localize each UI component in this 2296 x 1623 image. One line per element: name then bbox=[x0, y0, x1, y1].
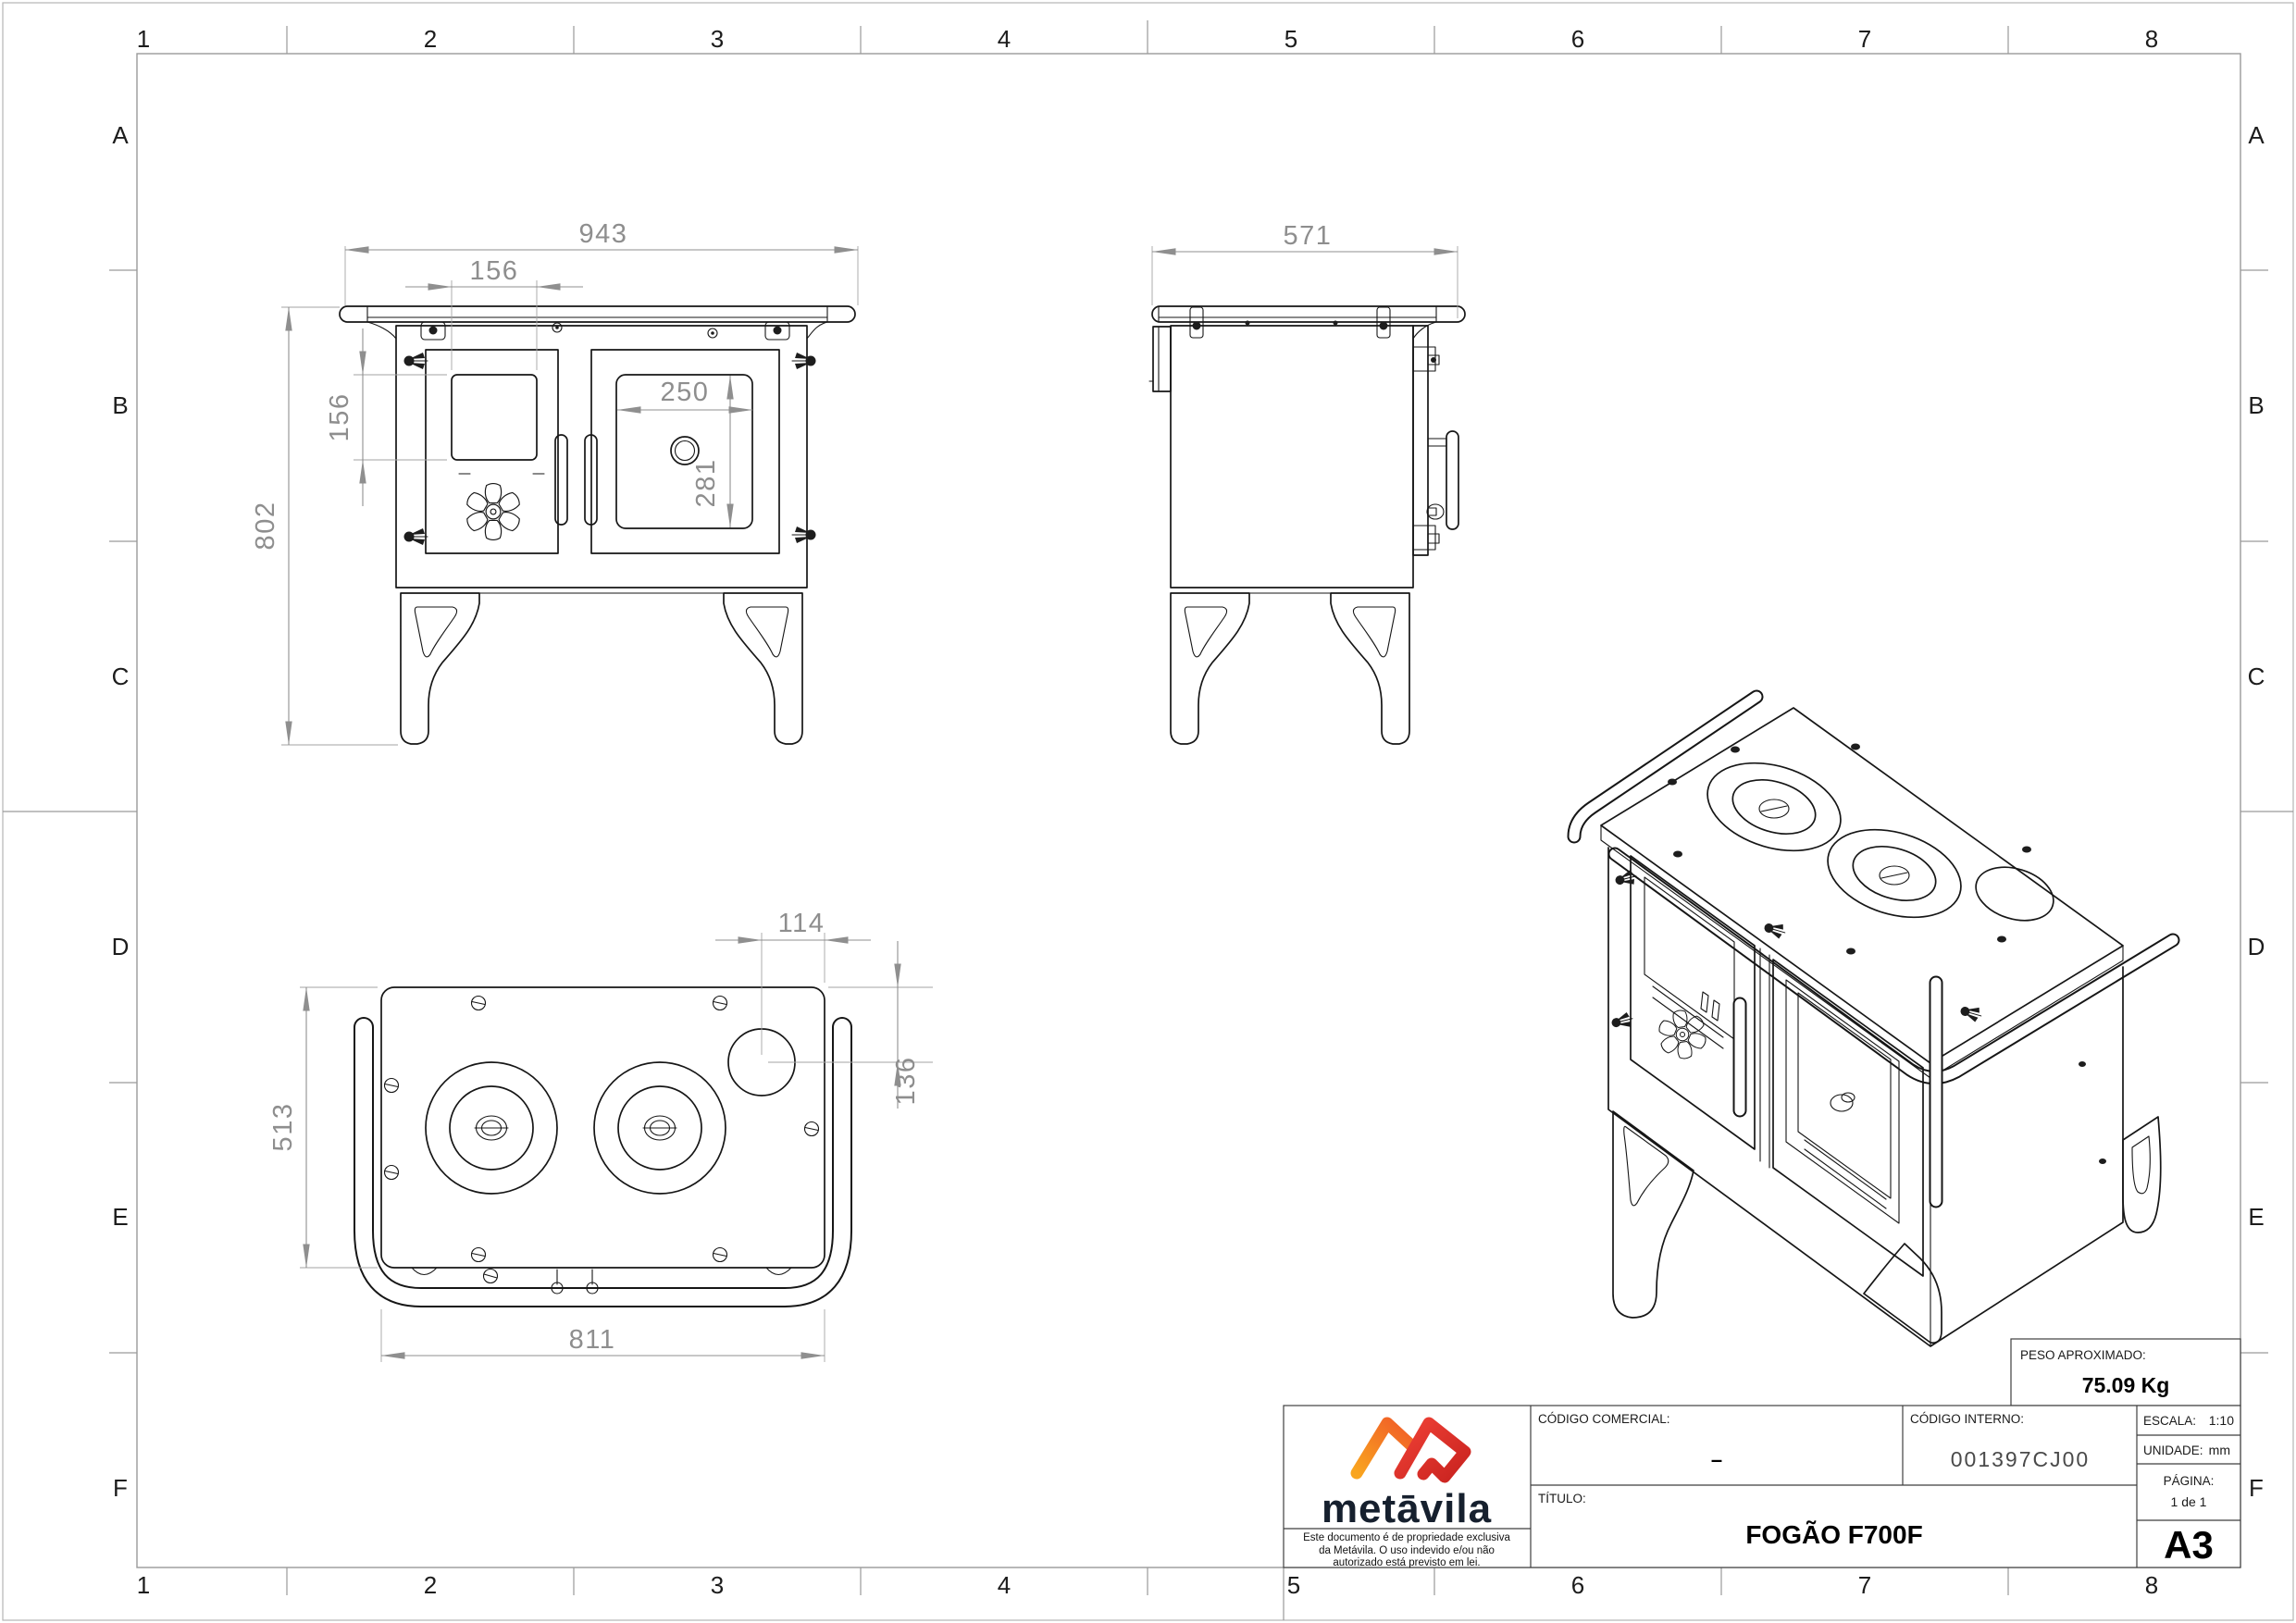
row-label-left: E bbox=[112, 1203, 128, 1231]
oven-door bbox=[584, 349, 817, 554]
iso-firebox-door bbox=[1609, 855, 1756, 1150]
col-label-bottom: 4 bbox=[998, 1571, 1011, 1599]
side-rear-leg bbox=[1170, 592, 1250, 745]
burner-plate-left bbox=[425, 1061, 558, 1195]
disclaimer-line: da Metávila. O uso indevido e/ou não bbox=[1319, 1545, 1495, 1556]
row-label-right: B bbox=[2248, 391, 2264, 419]
title-label: TÍTULO: bbox=[1538, 1492, 1586, 1505]
disclaimer-line: Este documento é de propriedade exclusiv… bbox=[1303, 1532, 1510, 1543]
front-right-leg bbox=[723, 592, 803, 745]
dim-flue-offset-y: 136 bbox=[891, 1057, 921, 1106]
sheet-format: A3 bbox=[2164, 1523, 2214, 1567]
col-label-top: 2 bbox=[424, 25, 437, 53]
front-left-leg bbox=[400, 592, 480, 745]
door-edge-profile bbox=[1412, 325, 1459, 556]
col-label-bottom: 3 bbox=[711, 1571, 724, 1599]
title-block: PESO APROXIMADO: 75.09 Kg metāvila Este … bbox=[1283, 1338, 2241, 1568]
row-label-right: E bbox=[2248, 1203, 2264, 1231]
col-label-bottom: 6 bbox=[1571, 1571, 1584, 1599]
top-view: 811 513 114 136 bbox=[268, 909, 933, 1362]
unit-value: mm bbox=[2209, 1443, 2230, 1457]
col-label-top: 5 bbox=[1285, 25, 1297, 53]
side-knob bbox=[1426, 503, 1445, 520]
front-dimensions: 943 156 156 802 250 281 bbox=[251, 219, 859, 746]
side-door-handle bbox=[1446, 430, 1459, 530]
rear-bracket bbox=[1152, 326, 1172, 392]
logo-mark-right-chevron-icon bbox=[1394, 1417, 1471, 1483]
logo-mark-left-chevron-icon bbox=[1350, 1417, 1419, 1480]
scale-value: 1:10 bbox=[2209, 1413, 2234, 1428]
scale-label: ESCALA: bbox=[2143, 1414, 2196, 1428]
oven-window bbox=[615, 374, 753, 529]
iso-legs bbox=[1612, 1110, 2162, 1344]
col-label-top: 1 bbox=[137, 25, 150, 53]
dim-oven-window-width: 250 bbox=[661, 378, 710, 407]
row-label-left: A bbox=[112, 121, 129, 149]
col-label-bottom: 2 bbox=[424, 1571, 437, 1599]
weight-box bbox=[2010, 1338, 2241, 1406]
internal-code-value: 001397CJ00 bbox=[1951, 1447, 2090, 1471]
row-label-right: D bbox=[2248, 933, 2265, 960]
dim-firebox-window-height: 156 bbox=[325, 393, 354, 442]
dim-flue-offset-x: 114 bbox=[778, 909, 825, 938]
firebox-door-handle bbox=[554, 434, 568, 526]
col-label-bottom: 7 bbox=[1858, 1571, 1871, 1599]
page-value: 1 de 1 bbox=[2171, 1494, 2207, 1509]
title-value: FOGÃO F700F bbox=[1745, 1520, 1922, 1549]
front-view: 943 156 156 802 250 281 bbox=[251, 219, 859, 746]
logo-wordmark: metāvila bbox=[1322, 1486, 1492, 1531]
col-label-top: 3 bbox=[711, 25, 724, 53]
side-front-leg bbox=[1330, 592, 1410, 745]
disclaimer-line: autorizado está previsto em lei. bbox=[1333, 1557, 1480, 1568]
col-label-top: 6 bbox=[1571, 25, 1584, 53]
col-label-top: 4 bbox=[998, 25, 1011, 53]
dim-firebox-window-width: 156 bbox=[470, 256, 519, 286]
metavila-logo: metāvila bbox=[1322, 1417, 1492, 1531]
top-dimensions: 811 513 114 136 bbox=[268, 909, 933, 1362]
row-label-left: D bbox=[112, 933, 130, 960]
row-label-right: C bbox=[2248, 663, 2265, 690]
row-label-left: C bbox=[112, 663, 130, 690]
commercial-code-value: – bbox=[1711, 1448, 1722, 1471]
row-label-right: A bbox=[2248, 121, 2265, 149]
burner-plate-right bbox=[593, 1061, 726, 1195]
dim-oven-window-height: 281 bbox=[691, 459, 721, 508]
firebox-door bbox=[403, 349, 568, 554]
col-label-top: 7 bbox=[1858, 25, 1871, 53]
oven-knob bbox=[670, 436, 700, 465]
dim-overall-width: 943 bbox=[579, 219, 628, 249]
side-view: 571 bbox=[1148, 221, 1466, 745]
col-label-top: 8 bbox=[2145, 25, 2158, 53]
weight-label: PESO APROXIMADO: bbox=[2020, 1348, 2146, 1362]
dim-overall-depth: 571 bbox=[1284, 221, 1333, 251]
oven-door-handle bbox=[584, 434, 598, 526]
row-label-left: F bbox=[113, 1474, 128, 1502]
air-damper-fan-icon bbox=[464, 482, 523, 541]
unit-label: UNIDADE: bbox=[2143, 1443, 2203, 1457]
internal-code-label: CÓDIGO INTERNO: bbox=[1910, 1412, 2024, 1426]
page-label: PÁGINA: bbox=[2164, 1474, 2215, 1488]
col-label-bottom: 5 bbox=[1287, 1571, 1300, 1599]
grid-labels: 1 2 3 4 5 6 7 8 1 2 3 4 5 6 7 8 A B C D … bbox=[112, 25, 2265, 1599]
isometric-view bbox=[1567, 689, 2180, 1347]
side-dimensions: 571 bbox=[1151, 221, 1458, 318]
firebox-window bbox=[451, 374, 538, 461]
iso-flue-hole bbox=[1975, 866, 2054, 922]
iso-oven-door bbox=[1761, 919, 1984, 1277]
row-label-left: B bbox=[112, 391, 128, 419]
drawing-frame bbox=[136, 53, 2241, 1568]
dim-body-depth: 513 bbox=[268, 1103, 298, 1152]
dim-overall-height: 802 bbox=[251, 502, 280, 551]
col-label-bottom: 8 bbox=[2145, 1571, 2158, 1599]
dim-body-width: 811 bbox=[569, 1325, 616, 1355]
weight-value: 75.09 Kg bbox=[2082, 1373, 2170, 1397]
top-door-hardware bbox=[411, 1267, 792, 1295]
col-label-bottom: 1 bbox=[137, 1571, 150, 1599]
row-label-right: F bbox=[2249, 1474, 2264, 1502]
commercial-code-label: CÓDIGO COMERCIAL: bbox=[1538, 1412, 1670, 1426]
